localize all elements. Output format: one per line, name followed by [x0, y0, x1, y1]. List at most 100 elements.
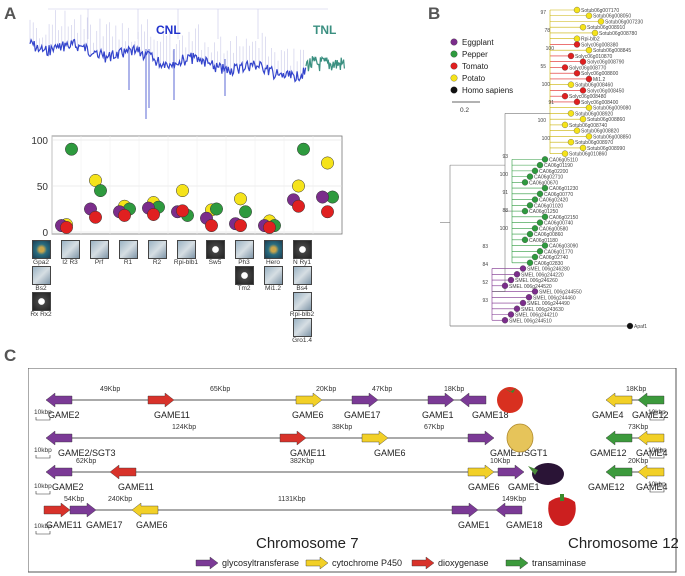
leaf-dot — [573, 6, 581, 14]
legend-label: Eggplant — [462, 38, 494, 47]
data-point-tomato — [89, 210, 102, 224]
legend-arrow — [305, 556, 329, 570]
thumbnail-tm2 — [235, 266, 254, 285]
data-point-eggplant — [316, 190, 329, 204]
leaf-label: CA06g03090 — [549, 244, 578, 250]
leaf-label: Solyc06g010870 — [575, 54, 612, 60]
thumbnail-label: Gro1.4 — [292, 337, 312, 344]
gene-arrow-game11 — [109, 464, 137, 480]
legend-label: Pepper — [462, 50, 488, 59]
leaf-dot — [536, 219, 544, 226]
leaf-label: CA06g02150 — [549, 215, 578, 221]
leaf-dot — [536, 248, 544, 255]
gene-label: GAME1 — [508, 482, 540, 492]
data-point-pepper — [239, 205, 252, 219]
leaf-label: SMEL 006g244220 — [521, 272, 564, 278]
leaf-label: Sotub06g008990 — [587, 146, 625, 152]
legend-label: Homo sapiens — [462, 86, 513, 95]
leaf-dot — [513, 271, 521, 278]
leaf-dot — [525, 294, 533, 301]
leaf-dot — [531, 253, 539, 261]
legend-label: transaminase — [532, 558, 586, 568]
leaf-dot — [519, 265, 527, 272]
gene-arrow-game4 — [637, 464, 665, 480]
leaf-dot — [531, 225, 539, 232]
scale-label: 10kbp — [648, 409, 666, 416]
leaf-label: Sotub06g010860 — [569, 152, 607, 158]
thumbnail-label: Bs2 — [35, 285, 47, 292]
gene-label: GAME11 — [290, 448, 326, 458]
leaf-label: Sotub06g008820 — [581, 129, 619, 135]
leaf-dot — [567, 110, 575, 117]
leaf-label: CA06g00740 — [544, 221, 573, 227]
leaf-label: CA06g01230 — [549, 186, 578, 192]
leaf-label: Sotub06g008920 — [575, 111, 613, 117]
thumbnail-rpi-blb1 — [177, 240, 196, 259]
leaf-dot — [541, 184, 549, 192]
leaf-label: CA06g00670 — [529, 180, 558, 186]
bootstrap-value: 100 — [500, 172, 509, 178]
leaf-dot — [579, 24, 587, 31]
distance-label: 1131Kbp — [278, 496, 306, 503]
leaf-label: SMEL 006g244490 — [527, 301, 570, 307]
scale-bar-left — [35, 417, 51, 421]
gene-arrow-game4 — [605, 392, 633, 408]
scale-bar-right — [649, 489, 665, 493]
leaf-label: SMEL 006g244510 — [509, 318, 552, 324]
gene-arrow-game12 — [605, 430, 633, 446]
leaf-dot — [579, 144, 587, 152]
distance-label: 38Kbp — [332, 424, 352, 431]
thumbnail-prf — [90, 240, 109, 259]
legend-dot — [450, 74, 458, 82]
gene-arrow-game1 — [451, 502, 479, 518]
gene-label: GAME11 — [46, 520, 82, 530]
leaf-label: CA06g01180 — [529, 238, 558, 244]
data-point-tomato — [234, 219, 247, 233]
data-point-tomato — [263, 220, 276, 234]
data-point-tomato — [292, 199, 305, 213]
gene-arrow-game2-sgt3 — [45, 430, 73, 446]
panel-label-b: B — [428, 4, 441, 23]
distance-label: 18Kbp — [626, 386, 646, 393]
distance-label: 10Kbp — [490, 458, 510, 465]
leaf-dot — [531, 196, 539, 203]
scale-bar-right — [649, 455, 665, 459]
leaf-dot — [561, 93, 569, 100]
gene-arrow-game6 — [361, 430, 389, 446]
leaf-label: Solyc06g008770 — [569, 65, 606, 71]
leaf-dot — [561, 64, 569, 71]
eggplant-stem — [528, 466, 538, 475]
leaf-dot — [573, 70, 581, 77]
thumbnail-gpa2 — [32, 240, 51, 259]
leaf-label: CA06g01250 — [529, 209, 558, 215]
bootstrap-value: 93 — [482, 298, 488, 304]
eggplant-image — [532, 463, 564, 485]
bootstrap-value: 83 — [482, 244, 488, 250]
gene-arrow-game18 — [495, 502, 523, 518]
data-point-pepper — [297, 142, 310, 156]
distance-label: 54Kbp — [64, 496, 84, 503]
thumbnail-label: Sw5 — [208, 259, 222, 266]
leaf-label: Sotub06g009080 — [593, 106, 631, 112]
gene-arrow-game18 — [459, 392, 487, 408]
gene-arrow-game12 — [637, 392, 665, 408]
thumbnail-rpi-blb2 — [293, 292, 312, 311]
gene-label: GAME4 — [592, 410, 624, 420]
distance-label: 124Kbp — [172, 424, 196, 431]
leaf-dot — [531, 167, 539, 175]
gene-arrow-game6 — [131, 502, 159, 518]
legend-arrow — [411, 556, 435, 570]
panel-label-c: C — [4, 346, 17, 365]
gene-label: GAME6 — [468, 482, 500, 492]
pepper-image — [548, 497, 576, 526]
thumbnail-label: Tm2 — [237, 285, 251, 292]
gene-arrow-game1 — [497, 464, 525, 480]
chromosome7-label: Chromosome 7 — [256, 535, 359, 552]
leaf-dot — [526, 173, 534, 180]
leaf-label: SMEL 006g246280 — [527, 267, 570, 273]
leaf-dot — [567, 138, 575, 146]
leaf-label: Solyc06g008480 — [569, 94, 606, 100]
scale-bar-left — [35, 531, 51, 535]
scale-bar-label: 0.2 — [460, 107, 469, 114]
